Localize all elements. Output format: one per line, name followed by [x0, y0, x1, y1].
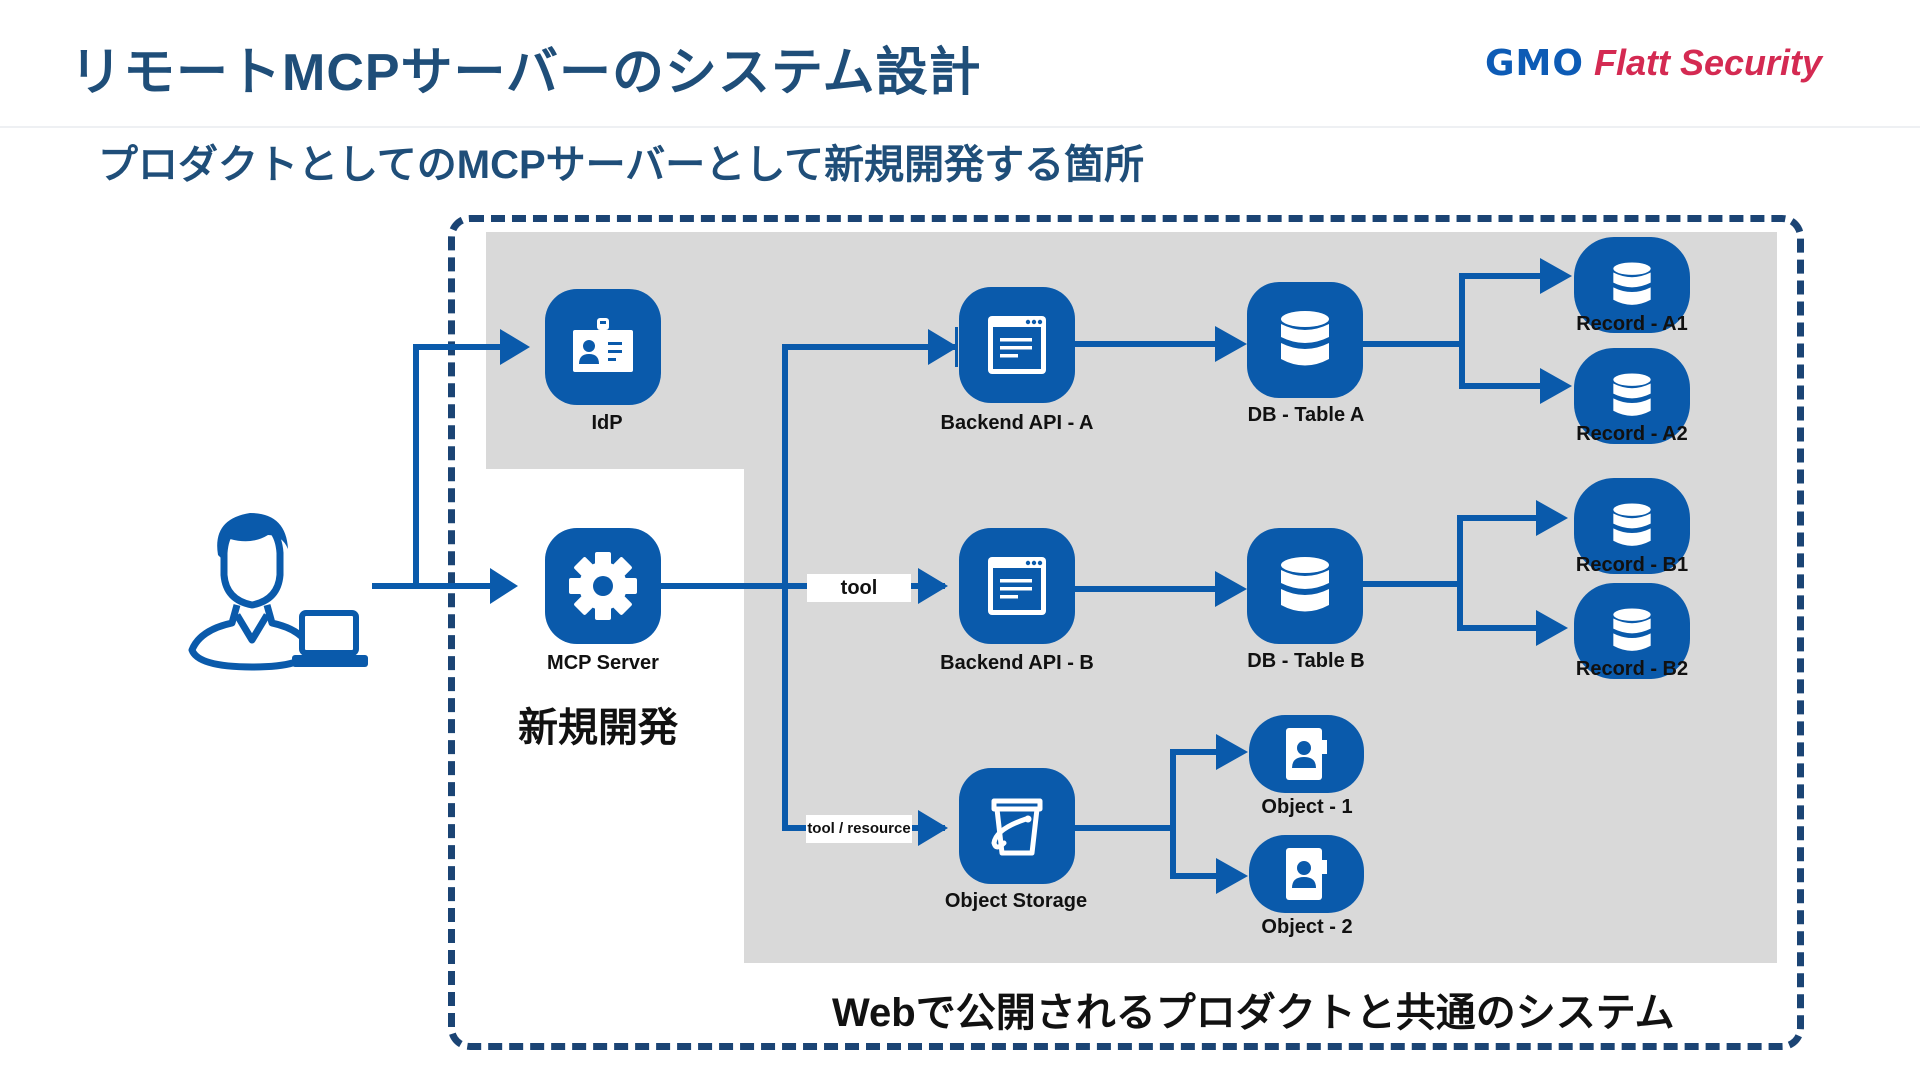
arrow-backend-b [918, 568, 948, 604]
database-icon [1613, 373, 1651, 416]
label-db-table-b: DB - Table B [1247, 650, 1365, 672]
contact-book-icon [1285, 848, 1327, 900]
user-with-laptop-icon [188, 513, 368, 671]
label-object-storage: Object Storage [944, 890, 1088, 912]
database-icon [1613, 503, 1651, 546]
bucket-icon [991, 798, 1043, 856]
arrow-record-b2 [1536, 610, 1568, 646]
edge-user-to-idp [413, 344, 500, 586]
database-icon [1281, 311, 1329, 366]
node-backend-api-b[interactable] [959, 528, 1075, 644]
node-record-b1[interactable] [1574, 478, 1690, 574]
mcp-product-boundary [448, 215, 1804, 1050]
edge-label-tool: tool [807, 574, 911, 602]
node-db-table-a[interactable] [1247, 282, 1363, 398]
edge-mcp-out [661, 344, 955, 589]
database-icon [1281, 557, 1329, 612]
label-record-b2: Record - B2 [1575, 658, 1689, 680]
label-record-b1: Record - B1 [1575, 554, 1689, 576]
label-backend-api-a: Backend API - A [940, 412, 1094, 434]
logo-gmo: GMO [1485, 43, 1584, 84]
browser-window-icon [988, 316, 1046, 374]
node-object-2[interactable] [1249, 835, 1364, 913]
label-shared-system: Webで公開されるプロダクトと共通のシステム [832, 991, 1675, 1035]
contact-book-icon [1285, 728, 1327, 780]
label-new-development: 新規開発 [518, 706, 678, 750]
node-mcp-server[interactable] [545, 528, 661, 644]
header-divider [0, 126, 1920, 128]
arrow-db-b [1215, 571, 1247, 607]
node-object-1[interactable] [1249, 715, 1364, 793]
page-subtitle: プロダクトとしてのMCPサーバーとして新規開発する箇所 [98, 143, 1145, 187]
database-icon [1613, 262, 1651, 305]
arrow-object-2 [1216, 858, 1248, 894]
id-badge-icon [573, 318, 633, 372]
label-idp: IdP [591, 412, 623, 434]
edge-db-a-fork [1363, 273, 1540, 389]
label-db-table-a: DB - Table A [1247, 404, 1365, 426]
edge-storage-fork [1075, 749, 1220, 879]
label-mcp-server: MCP Server [547, 652, 659, 674]
arrowhead-mcp [490, 568, 518, 604]
gear-icon [569, 552, 637, 620]
arrow-storage [918, 810, 948, 846]
edge-db-b-fork [1363, 515, 1540, 631]
arrow-object-1 [1216, 734, 1248, 770]
label-object-2: Object - 2 [1261, 916, 1353, 938]
node-backend-api-a[interactable] [959, 287, 1075, 403]
node-record-a2[interactable] [1574, 348, 1690, 444]
database-icon [1613, 608, 1651, 651]
label-record-a1: Record - A1 [1576, 313, 1688, 335]
edge-label-tool-resource: tool / resource [806, 815, 912, 843]
arrow-db-a [1215, 326, 1247, 362]
logo-flatt-security: Flatt Security [1593, 42, 1823, 83]
arrow-record-a2 [1540, 368, 1572, 404]
node-db-table-b[interactable] [1247, 528, 1363, 644]
page-title: リモートMCPサーバーのシステム設計 [70, 44, 982, 102]
browser-window-icon [988, 557, 1046, 615]
edge-mcp-to-storage [782, 586, 945, 831]
arrow-record-a1 [1540, 258, 1572, 294]
label-object-1: Object - 1 [1261, 796, 1353, 818]
arrow-backend-a [928, 329, 958, 365]
arrow-record-b1 [1536, 500, 1568, 536]
node-idp[interactable] [545, 289, 661, 405]
label-backend-api-b: Backend API - B [940, 652, 1094, 674]
node-record-b2[interactable] [1574, 583, 1690, 679]
label-record-a2: Record - A2 [1576, 423, 1688, 445]
node-record-a1[interactable] [1574, 237, 1690, 333]
arrowhead-idp [500, 329, 530, 365]
node-object-storage[interactable] [959, 768, 1075, 884]
